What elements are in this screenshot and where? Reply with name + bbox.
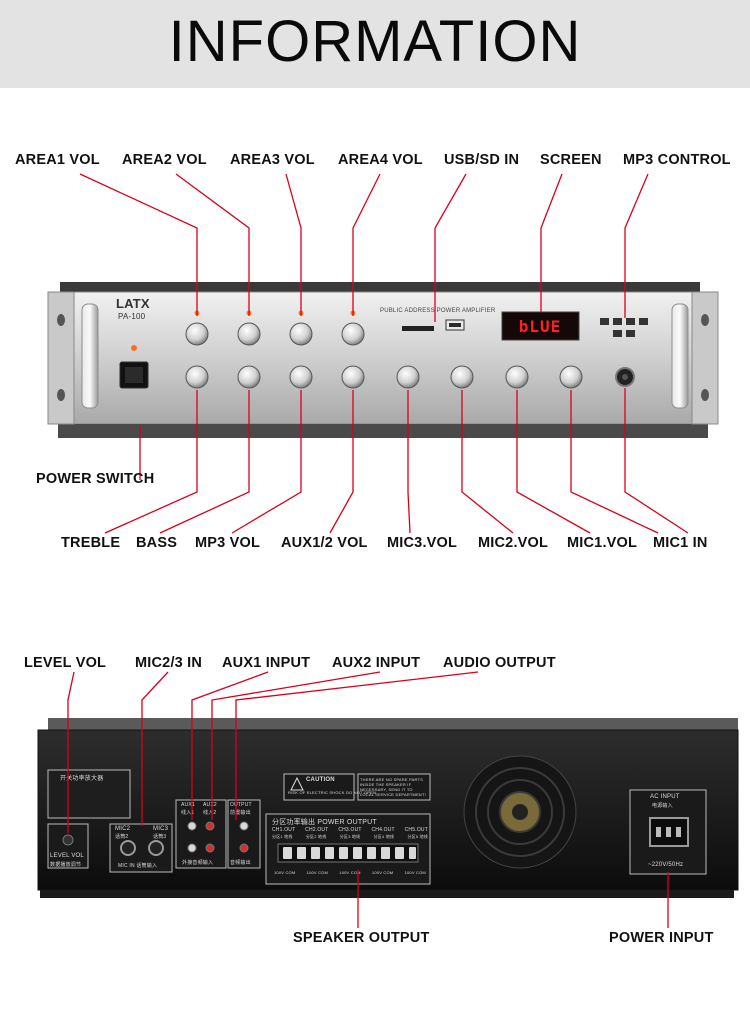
rack-hole — [701, 314, 709, 326]
channel-cn-label: 分区1 地线 — [272, 834, 293, 839]
label-power-input: POWER INPUT — [609, 930, 714, 946]
label-mic3-vol: MIC3.VOL — [387, 535, 458, 551]
ac-input-panel-cn: 电源输入 — [652, 803, 673, 809]
label-screen: SCREEN — [540, 152, 602, 168]
label-mic23-in: MIC2/3 IN — [135, 655, 203, 671]
aux1-panel-cn: 线入1 — [181, 810, 195, 816]
front-bottom-shadow — [58, 424, 708, 438]
label-area2-vol: AREA2 VOL — [122, 152, 207, 168]
label-area3-vol: AREA3 VOL — [230, 152, 315, 168]
channel-cn-label: 分区4 地线 — [373, 834, 395, 839]
panel-caption: PUBLIC ADDRESS POWER AMPLIFIER — [380, 308, 496, 314]
label-power-switch: POWER SWITCH — [36, 471, 155, 487]
rear-bottom-edge — [40, 890, 734, 898]
mic2-panel-cn: 话筒2 — [115, 834, 129, 840]
led-screen-text: bLUE — [519, 317, 562, 336]
area-led — [298, 310, 304, 316]
led-screen — [501, 311, 580, 341]
front-handle-left — [81, 303, 99, 409]
label-audio-output: AUDIO OUTPUT — [443, 655, 556, 671]
channel-bottom-labels: 100V COM 100V COM 100V COM 100V COM 100V… — [274, 870, 426, 875]
area-led — [246, 310, 252, 316]
label-speaker-output: SPEAKER OUTPUT — [293, 930, 430, 946]
label-mp3-vol: MP3 VOL — [195, 535, 261, 551]
page-title: INFORMATION — [168, 9, 582, 74]
power-led — [131, 345, 137, 351]
channel-cn-labels: 分区1 地线 分区2 地线 分区3 地线 分区4 地线 分区5 地线 — [272, 834, 428, 840]
level-vol-panel-label: LEVEL VOL — [50, 853, 84, 859]
mic3-panel-label: MIC3 — [153, 826, 169, 832]
channel-label: CH4.OUT — [371, 827, 395, 833]
mic-in-panel-label: MIC IN 话筒输入 — [118, 863, 158, 869]
model-label: PA-100 — [118, 312, 146, 321]
channel-bottom-label: 100V COM — [274, 870, 296, 875]
channel-bottom-label: 100V COM — [371, 870, 394, 875]
aux1-panel-label: AUX1 — [181, 802, 195, 808]
iec-socket — [649, 817, 689, 847]
aux2-panel-label: AUX2 — [203, 802, 217, 808]
channel-label: CH1.OUT — [272, 827, 296, 833]
output-panel-cn: 前置输出 — [230, 810, 251, 816]
channel-label: CH2.OUT — [305, 827, 329, 833]
top-knobs — [185, 322, 365, 346]
cooling-fan — [463, 755, 577, 869]
brand-logo: LATX — [116, 296, 150, 311]
rack-hole — [701, 389, 709, 401]
channel-bottom-label: 100V COM — [404, 870, 426, 875]
area-led — [350, 310, 356, 316]
ac-rating: ~220V/50Hz — [648, 862, 684, 868]
terminal-screws — [283, 847, 416, 859]
label-aux1-input: AUX1 INPUT — [222, 655, 311, 671]
info-plate-title: 开关功率放大器 — [60, 776, 104, 782]
output-bottom-cn: 音频输出 — [230, 860, 251, 866]
info-plate — [47, 769, 131, 819]
front-rack-ear-left — [47, 291, 75, 425]
channel-cn-label: 分区3 地线 — [339, 834, 361, 839]
label-bass: BASS — [136, 535, 178, 551]
label-aux12-vol: AUX1/2 VOL — [281, 535, 368, 551]
channel-labels: CH1.OUT CH2.OUT CH3.OUT CH4.OUT CH5.OUT — [272, 827, 428, 833]
mic3-panel-cn: 话筒3 — [153, 834, 167, 840]
aux-in-panel-cn: 外接音频输入 — [182, 860, 214, 866]
label-mic2-vol: MIC2.VOL — [478, 535, 549, 551]
mic2-panel-label: MIC2 — [115, 826, 131, 832]
warning-text: THERE ARE NO SPARE PARTS INSIDE THE SPEA… — [360, 777, 426, 797]
aux2-panel-cn: 线入2 — [203, 810, 217, 816]
channel-label: CH3.OUT — [338, 827, 362, 833]
ac-input-panel-label: AC INPUT — [650, 794, 680, 800]
channel-label: CH5.OUT — [404, 827, 428, 833]
caution-title: CAUTION — [306, 777, 335, 783]
rack-hole — [57, 389, 65, 401]
label-area4-vol: AREA4 VOL — [338, 152, 423, 168]
front-handle-right — [671, 303, 689, 409]
mp3-buttons — [600, 318, 648, 337]
power-output-title: 分区功率输出 POWER OUTPUT — [272, 819, 377, 826]
label-usb-sd-in: USB/SD IN — [444, 152, 520, 168]
level-vol-panel-cn: 数据播放调节 — [50, 862, 82, 868]
label-level-vol: LEVEL VOL — [24, 655, 107, 671]
area-led — [194, 310, 200, 316]
label-mp3-control: MP3 CONTROL — [623, 152, 731, 168]
label-mic1-vol: MIC1.VOL — [567, 535, 638, 551]
channel-cn-label: 分区5 地线 — [407, 834, 428, 839]
label-area1-vol: AREA1 VOL — [15, 152, 100, 168]
channel-bottom-label: 100V COM — [339, 870, 361, 875]
power-switch-rocker — [125, 367, 143, 383]
label-mic1-in: MIC1 IN — [653, 535, 708, 551]
rack-hole — [57, 314, 65, 326]
channel-bottom-label: 100V COM — [306, 870, 329, 875]
label-aux2-input: AUX2 INPUT — [332, 655, 421, 671]
front-rack-ear-right — [691, 291, 719, 425]
header-banner: INFORMATION — [0, 0, 750, 88]
bottom-knobs — [185, 365, 583, 389]
sd-slot — [402, 326, 434, 331]
channel-cn-label: 分区2 地线 — [305, 834, 327, 839]
label-treble: TREBLE — [61, 535, 121, 551]
output-panel-label: OUTPUT — [230, 802, 252, 808]
